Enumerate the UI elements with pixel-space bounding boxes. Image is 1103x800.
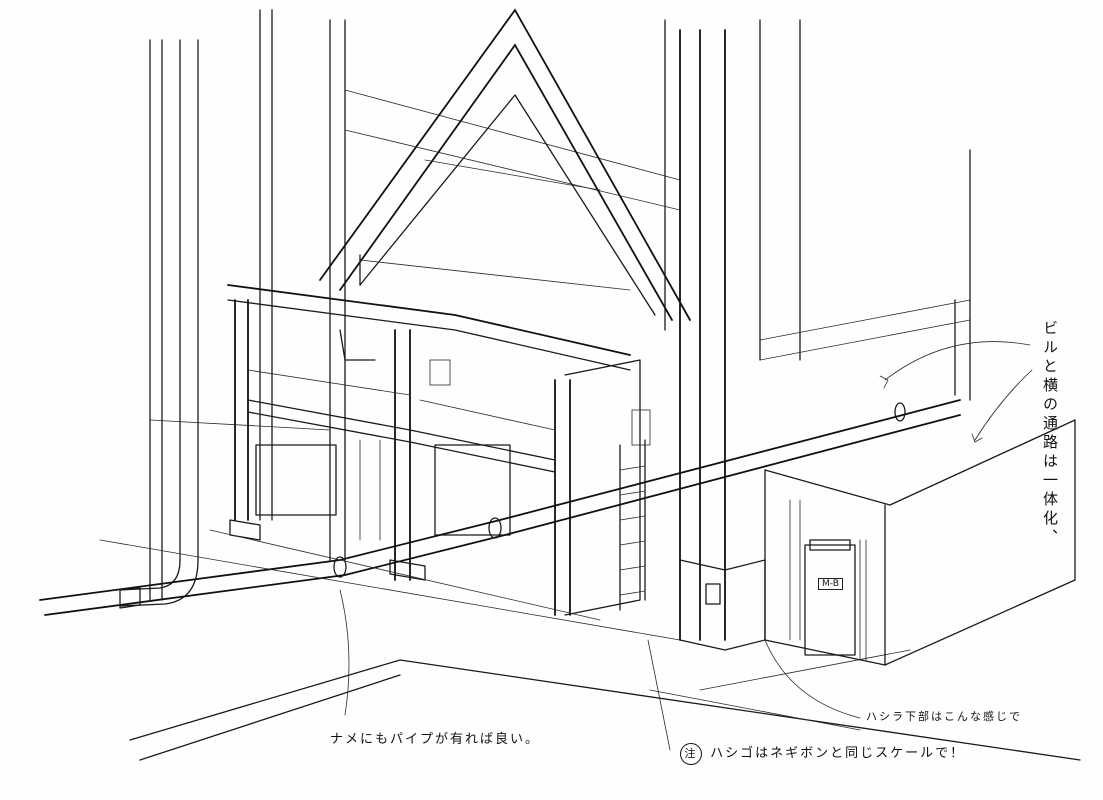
central-pillar <box>679 29 766 651</box>
diagonal-ground-pipe <box>39 399 961 616</box>
door-plate-label: M-B <box>818 578 843 590</box>
ground-lines <box>99 529 1081 761</box>
pillar-base-note: ハシラ下部はこんな感じで <box>866 710 1022 723</box>
ladder-tower <box>564 359 651 616</box>
ladder-note: 注 ハシゴはネギボンと同じスケールで！ <box>680 742 965 765</box>
diagonal-pipe-note: ナメにもパイプが有れば良い。 <box>330 732 541 747</box>
left-vertical-pipes <box>119 9 273 607</box>
right-annex <box>764 419 1076 666</box>
note-circle-mark: 注 <box>680 742 702 765</box>
back-building <box>149 19 971 561</box>
walkway-structure <box>227 284 631 616</box>
building-bridge-note: ビルと横の通路は一体化、 <box>1041 320 1059 548</box>
annotation-arrows <box>339 341 1033 751</box>
ladder-note-text: ハシゴはネギボンと同じスケールで！ <box>710 746 966 761</box>
triangular-truss <box>319 8 691 321</box>
